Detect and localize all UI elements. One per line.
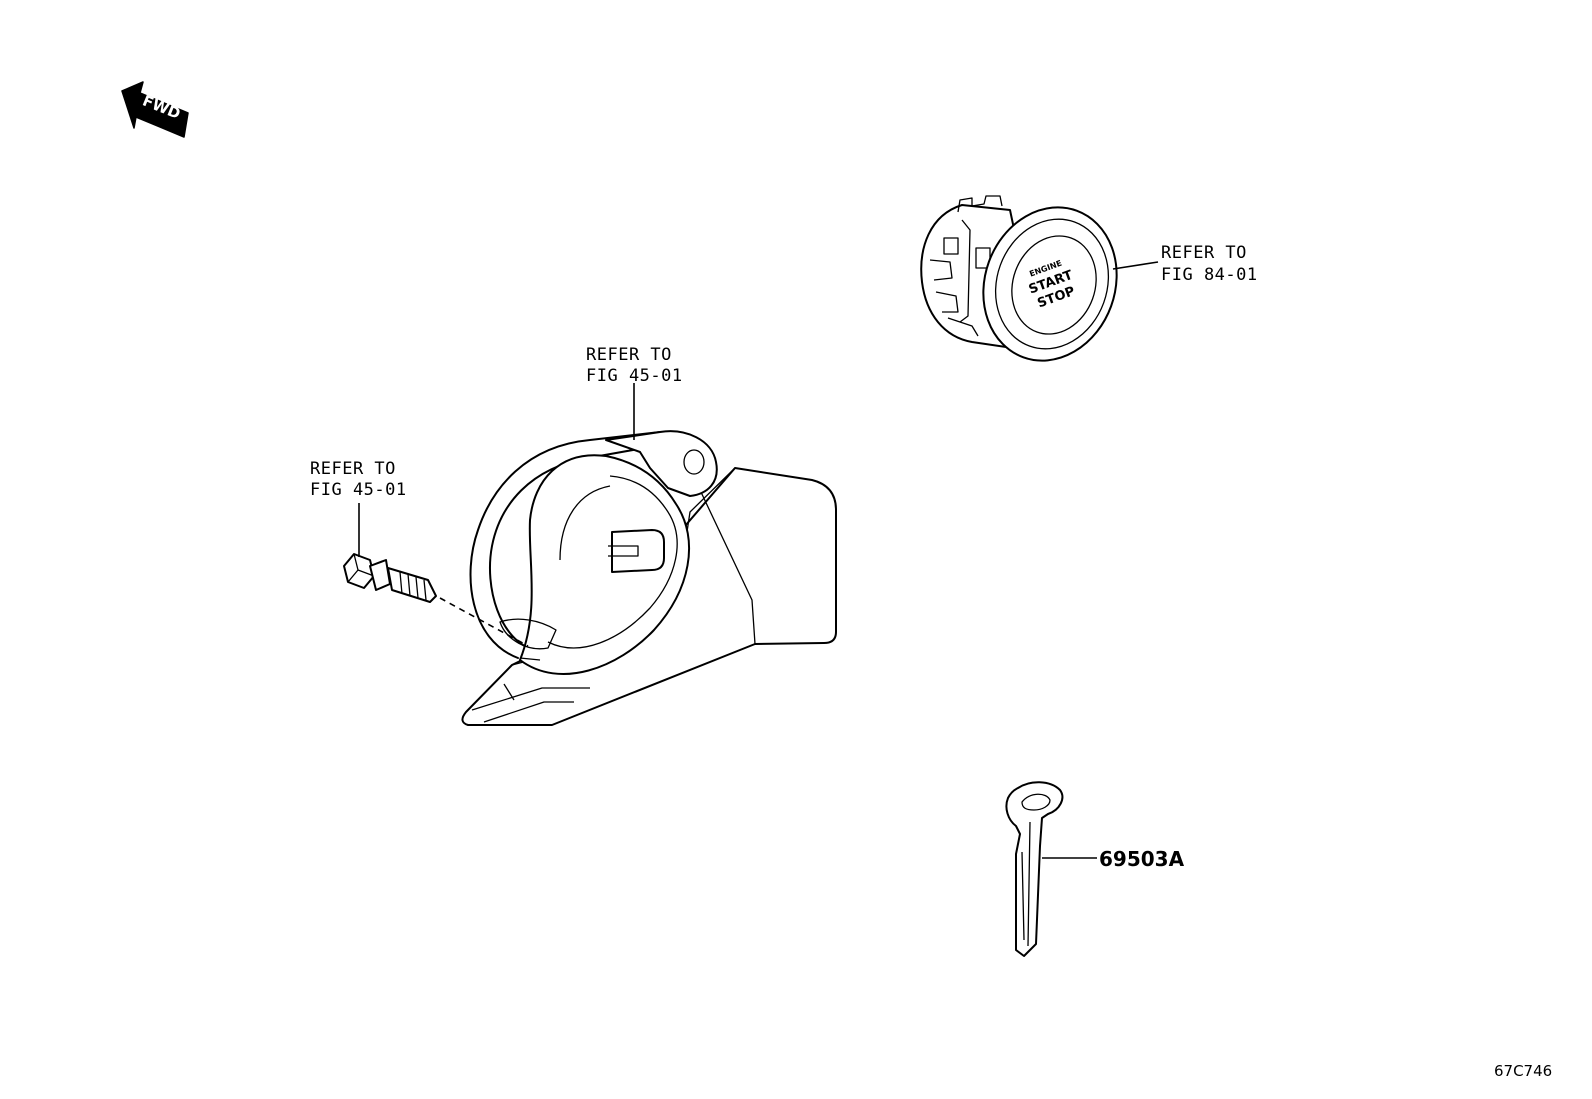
cover-callout-line2: FIG 45-01	[586, 366, 683, 386]
illustration-id: 67C746	[1494, 1062, 1552, 1080]
fwd-arrow-icon: FWD	[121, 81, 189, 138]
key-blade: 69503A	[1005, 781, 1185, 957]
cover-callout-line1: REFER TO	[586, 345, 672, 365]
switch-callout-line1: REFER TO	[1161, 243, 1247, 263]
engine-start-stop-switch: ENGINE START STOP REFER TO FIG 84-01	[920, 195, 1258, 362]
switch-callout-line2: FIG 84-01	[1161, 265, 1258, 285]
bolt: REFER TO FIG 45-01	[310, 459, 529, 647]
key-part-number: 69503A	[1099, 847, 1185, 871]
bolt-callout-line1: REFER TO	[310, 459, 396, 479]
bolt-callout-line2: FIG 45-01	[310, 480, 407, 500]
steering-column-cover: REFER TO FIG 45-01	[461, 345, 837, 726]
